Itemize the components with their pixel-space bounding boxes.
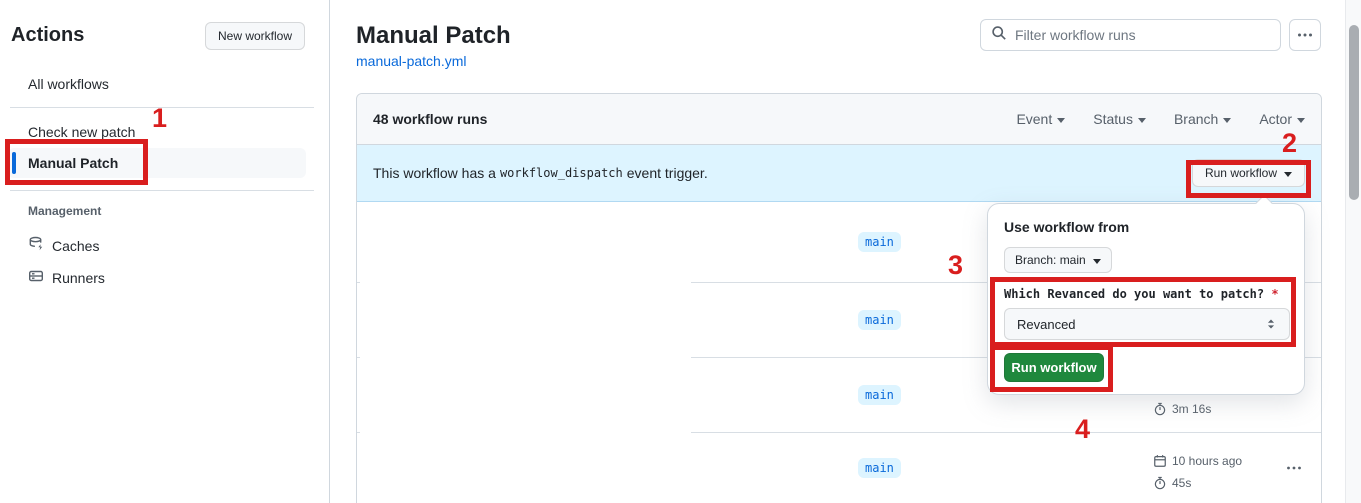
filter-runs-input[interactable] xyxy=(1015,27,1270,43)
workflow-file-link[interactable]: manual-patch.yml xyxy=(356,53,467,69)
management-section-label: Management xyxy=(28,204,102,218)
stopwatch-icon xyxy=(1154,402,1166,416)
filter-runs-searchbox[interactable] xyxy=(980,19,1281,51)
up-down-icon xyxy=(1267,319,1275,329)
branch-select-button[interactable]: Branch: main xyxy=(1004,247,1112,273)
run-workflow-popup: Use workflow from Branch: main Which Rev… xyxy=(987,194,1305,395)
runs-table-header: 48 workflow runs Event Status Branch Act… xyxy=(357,94,1321,145)
selected-accent-bar xyxy=(12,152,16,174)
chevron-down-icon xyxy=(1284,171,1292,177)
workflow-runs-table: 48 workflow runs Event Status Branch Act… xyxy=(356,93,1322,503)
branch-badge[interactable]: main xyxy=(858,457,901,478)
chevron-down-icon xyxy=(1223,117,1232,123)
kebab-icon xyxy=(1287,466,1301,470)
sidebar-item-manual-patch[interactable]: Manual Patch xyxy=(8,148,306,178)
branch-badge[interactable]: main xyxy=(858,232,901,252)
cache-icon xyxy=(28,236,44,255)
sidebar-item-runners[interactable]: Runners xyxy=(28,268,105,287)
revanced-select[interactable]: Revanced xyxy=(1004,308,1290,340)
sidebar-item-check-new-patch[interactable]: Check new patch xyxy=(28,124,136,140)
run-row[interactable]: main xyxy=(357,202,1321,282)
new-workflow-button[interactable]: New workflow xyxy=(205,22,306,50)
sidebar-item-all-workflows[interactable]: All workflows xyxy=(28,76,109,92)
kebab-icon xyxy=(1298,33,1312,37)
sidebar-divider xyxy=(10,190,314,191)
runs-filters: Event Status Branch Actor xyxy=(1016,111,1305,127)
page-title: Manual Patch xyxy=(356,22,511,49)
run-duration: 3m 16s xyxy=(1153,402,1211,416)
run-workflow-submit-button[interactable]: Run workflow xyxy=(1004,353,1104,382)
branch-badge[interactable]: main xyxy=(858,385,901,405)
popup-title: Use workflow from xyxy=(1004,219,1130,235)
run-workflow-dropdown-button[interactable]: Run workflow xyxy=(1191,159,1305,187)
run-row[interactable]: main 10 hours ago 45s xyxy=(357,432,1321,502)
banner-text: event trigger. xyxy=(626,165,708,181)
chevron-down-icon xyxy=(1057,117,1066,123)
workflow-input-label: Which Revanced do you want to patch? * xyxy=(1004,287,1279,301)
sidebar-item-label: Runners xyxy=(52,269,105,286)
branch-badge[interactable]: main xyxy=(858,310,901,330)
sidebar-item-label: Caches xyxy=(52,237,100,254)
filter-event[interactable]: Event xyxy=(1016,111,1066,127)
workflow-options-kebab-button[interactable] xyxy=(1289,19,1321,51)
chevron-down-icon xyxy=(1092,258,1101,264)
run-row[interactable]: main xyxy=(357,282,1321,357)
filter-actor[interactable]: Actor xyxy=(1259,111,1305,127)
workflow-dispatch-banner: This workflow has a workflow_dispatch ev… xyxy=(357,145,1321,202)
search-icon xyxy=(991,25,1007,46)
redacted-area xyxy=(360,202,691,502)
chevron-down-icon xyxy=(1297,117,1305,123)
filter-status[interactable]: Status xyxy=(1093,111,1146,127)
required-asterisk: * xyxy=(1271,287,1279,301)
runs-list: main main main 3m 16s main xyxy=(357,202,1321,502)
runs-count: 48 workflow runs xyxy=(373,111,488,127)
run-row[interactable]: main 3m 16s xyxy=(357,357,1321,432)
calendar-icon xyxy=(1154,455,1166,467)
scrollbar-thumb[interactable] xyxy=(1349,25,1359,200)
filter-branch[interactable]: Branch xyxy=(1174,111,1232,127)
sidebar-divider xyxy=(10,107,314,108)
banner-text: This workflow has a xyxy=(373,165,496,181)
stopwatch-icon xyxy=(1154,476,1166,490)
chevron-down-icon xyxy=(1137,117,1146,123)
runners-icon xyxy=(28,268,44,287)
sidebar-title: Actions xyxy=(11,24,85,46)
actions-sidebar: Actions New workflow All workflows Check… xyxy=(0,0,330,503)
sidebar-item-label: Manual Patch xyxy=(28,155,119,171)
run-options-kebab-button[interactable] xyxy=(1281,458,1307,478)
vertical-scrollbar[interactable] xyxy=(1345,0,1361,503)
sidebar-item-caches[interactable]: Caches xyxy=(28,236,99,255)
run-duration: 45s xyxy=(1153,476,1191,490)
run-date: 10 hours ago xyxy=(1153,454,1242,468)
banner-code: workflow_dispatch xyxy=(499,166,623,180)
